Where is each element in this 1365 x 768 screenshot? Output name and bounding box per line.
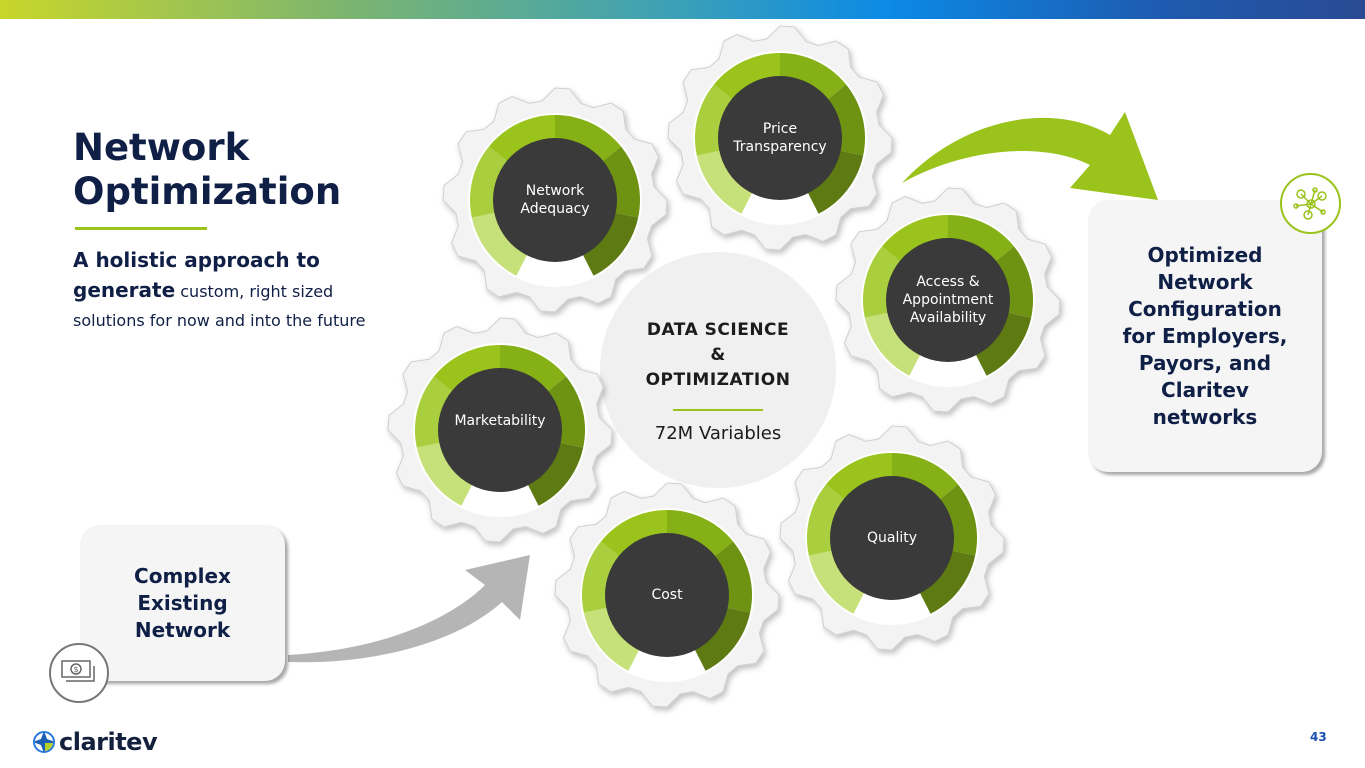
gear-center — [493, 138, 617, 262]
gear-label: Network Adequacy — [520, 183, 590, 217]
subtitle: A holistic approach to generate custom, … — [73, 248, 366, 330]
output-card: Optimized Network Configuration for Empl… — [1088, 200, 1322, 472]
gear-label: Access & Appointment Availability — [902, 274, 994, 326]
gear-price-transparency — [667, 25, 893, 251]
network-people-icon — [1280, 173, 1341, 234]
gear-center — [830, 476, 954, 600]
svg-text:$: $ — [73, 665, 78, 674]
green-output-arrow — [902, 112, 1158, 200]
claritev-logo: claritev — [33, 728, 158, 756]
gear-center — [718, 76, 842, 200]
gear-access-appointment-availability — [835, 187, 1061, 413]
gear-network-adequacy — [442, 87, 668, 313]
variables-count: 72M Variables — [654, 423, 782, 444]
money-bills-icon: $ — [49, 643, 109, 703]
title-divider — [75, 227, 207, 230]
gear-center — [886, 238, 1010, 362]
gear-label: Price Transparency — [733, 121, 827, 155]
gear-quality — [779, 425, 1005, 651]
gear-label: Cost — [651, 587, 683, 603]
gear-center — [605, 533, 729, 657]
gear-cost — [554, 482, 780, 708]
center-hub: DATA SCIENCE & OPTIMIZATION 72M Variable… — [600, 318, 836, 444]
top-gradient-bar — [0, 0, 1365, 19]
gear-marketability — [387, 317, 613, 543]
input-card: Complex Existing Network — [80, 525, 285, 681]
page-number: 43 — [1310, 730, 1327, 744]
center-circle — [600, 252, 836, 488]
gear-label: Quality — [866, 530, 918, 546]
gray-input-arrow — [288, 555, 530, 663]
gear-label: Marketability — [454, 413, 546, 429]
gear-center — [438, 368, 562, 492]
